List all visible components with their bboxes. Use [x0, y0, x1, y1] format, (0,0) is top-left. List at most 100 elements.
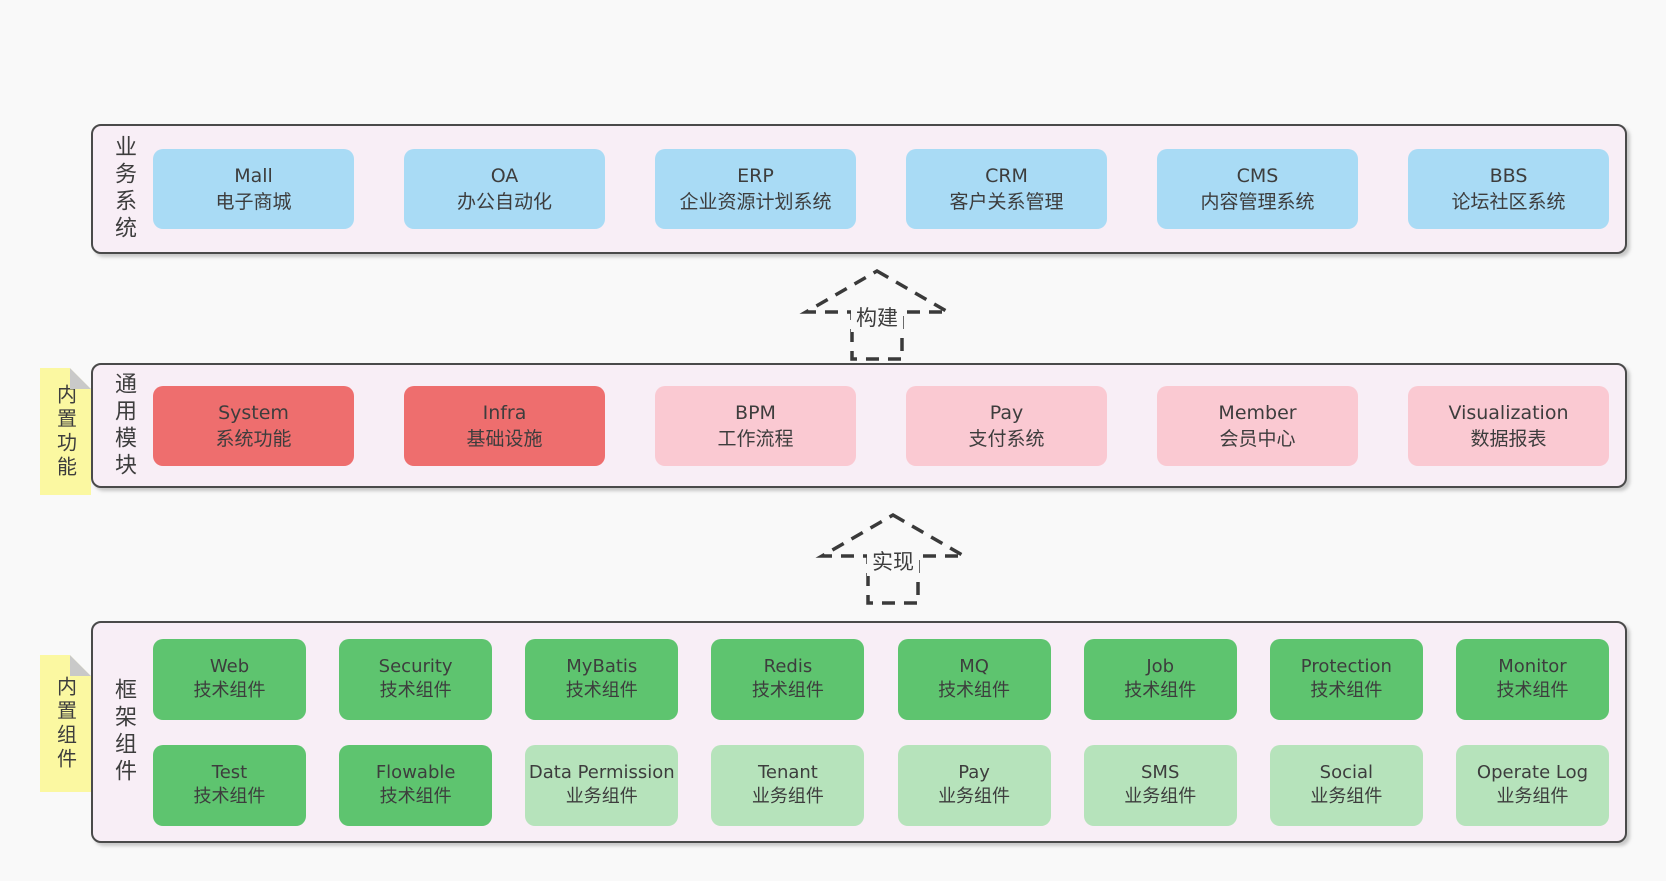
box-web: Web 技术组件 [153, 638, 306, 720]
box-crm: CRM 客户关系管理 [906, 149, 1107, 229]
box-subtitle: 技术组件 [193, 680, 266, 701]
box-subtitle: 技术组件 [379, 786, 452, 807]
box-monitor: Monitor 技术组件 [1455, 638, 1609, 720]
box-title: MQ [959, 656, 989, 677]
side-tab-built-in-components: 内置组件 [40, 655, 91, 792]
box-subtitle: 技术组件 [193, 786, 266, 807]
box-title: Flowable [375, 762, 456, 783]
arrow-implement-label: 实现 [867, 546, 919, 576]
box-subtitle: 业务组件 [1310, 786, 1383, 807]
box-subtitle: 系统功能 [215, 427, 292, 450]
box-title: Protection [1300, 656, 1392, 677]
box-subtitle: 业务组件 [565, 786, 638, 807]
box-title: Job [1146, 656, 1175, 677]
box-title: Pay [958, 762, 990, 783]
side-tab-label: 内置功能 [53, 383, 78, 480]
box-test: Test 技术组件 [153, 744, 306, 826]
box-title: Visualization [1448, 401, 1569, 424]
box-subtitle: 会员中心 [1219, 427, 1296, 450]
box-system: System 系统功能 [153, 385, 354, 466]
box-sms: SMS 业务组件 [1083, 744, 1237, 826]
box-subtitle: 客户关系管理 [949, 191, 1064, 213]
box-title: BPM [735, 401, 776, 424]
box-social: Social 业务组件 [1269, 744, 1423, 826]
box-title: CRM [985, 165, 1028, 187]
box-subtitle: 业务组件 [751, 786, 824, 807]
box-security: Security 技术组件 [339, 638, 493, 720]
box-mybatis: MyBatis 技术组件 [525, 638, 679, 720]
box-title: Monitor [1498, 656, 1567, 677]
panel-common-modules: 通用模块 System 系统功能 Infra 基础设施 BPM 工作流程 Pay 支付系统 Me… [91, 363, 1627, 488]
side-tab-label: 内置组件 [53, 675, 78, 772]
box-title: BBS [1489, 165, 1528, 187]
box-subtitle: 业务组件 [1124, 786, 1197, 807]
box-title: Infra [482, 401, 527, 424]
box-subtitle: 技术组件 [1124, 680, 1197, 701]
arrow-implement: 实现 [813, 512, 973, 607]
panel-label-common-modules: 通用模块 [93, 365, 153, 486]
box-bbs: BBS 论坛社区系统 [1408, 149, 1609, 229]
box-subtitle: 工作流程 [717, 427, 794, 450]
box-title: Operate Log [1476, 762, 1589, 783]
box-title: Data Permission [528, 762, 675, 783]
box-subtitle: 技术组件 [565, 680, 638, 701]
folded-corner-icon [70, 368, 91, 389]
box-title: Mall [234, 165, 273, 187]
box-subtitle: 技术组件 [751, 680, 824, 701]
box-subtitle: 业务组件 [938, 786, 1011, 807]
box-subtitle: 基础设施 [466, 427, 543, 450]
box-title: MyBatis [566, 656, 638, 677]
box-data-permission: Data Permission 业务组件 [525, 744, 679, 826]
box-visualization: Visualization 数据报表 [1408, 385, 1609, 466]
box-title: Social [1319, 762, 1374, 783]
box-subtitle: 数据报表 [1470, 427, 1547, 450]
box-title: Test [211, 762, 248, 783]
box-subtitle: 技术组件 [379, 680, 452, 701]
box-subtitle: 技术组件 [1496, 680, 1569, 701]
box-mq: MQ 技术组件 [897, 638, 1051, 720]
box-title: Web [209, 656, 250, 677]
box-subtitle: 技术组件 [938, 680, 1011, 701]
panel-label-text: 框架组件 [111, 678, 136, 786]
box-title: System [218, 401, 289, 424]
arrow-build: 构建 [797, 268, 957, 363]
common-modules-boxes: System 系统功能 Infra 基础设施 BPM 工作流程 Pay 支付系统 Member 会… [153, 385, 1625, 466]
box-pay: Pay 业务组件 [897, 744, 1051, 826]
box-title: Security [378, 656, 453, 677]
box-title: OA [490, 165, 519, 187]
box-title: Tenant [757, 762, 818, 783]
box-subtitle: 支付系统 [968, 427, 1045, 450]
arrow-build-label: 构建 [851, 302, 903, 332]
box-title: Member [1218, 401, 1297, 424]
box-title: CMS [1236, 165, 1279, 187]
box-member: Member 会员中心 [1157, 385, 1358, 466]
box-flowable: Flowable 技术组件 [339, 744, 493, 826]
box-bpm: BPM 工作流程 [655, 385, 856, 466]
box-pay: Pay 支付系统 [906, 385, 1107, 466]
panel-label-text: 通用模块 [111, 371, 136, 480]
up-arrow-icon [799, 268, 955, 361]
box-subtitle: 内容管理系统 [1200, 191, 1315, 213]
box-title: ERP [737, 165, 774, 187]
box-title: Pay [989, 401, 1024, 424]
box-job: Job 技术组件 [1083, 638, 1237, 720]
folded-corner-icon [70, 655, 91, 676]
box-infra: Infra 基础设施 [404, 385, 605, 466]
panel-label-text: 业务系统 [111, 135, 136, 243]
box-tenant: Tenant 业务组件 [711, 744, 865, 826]
side-tab-built-in-features: 内置功能 [40, 368, 91, 495]
box-title: SMS [1141, 762, 1180, 783]
box-subtitle: 论坛社区系统 [1451, 191, 1566, 213]
box-subtitle: 企业资源计划系统 [679, 191, 832, 213]
